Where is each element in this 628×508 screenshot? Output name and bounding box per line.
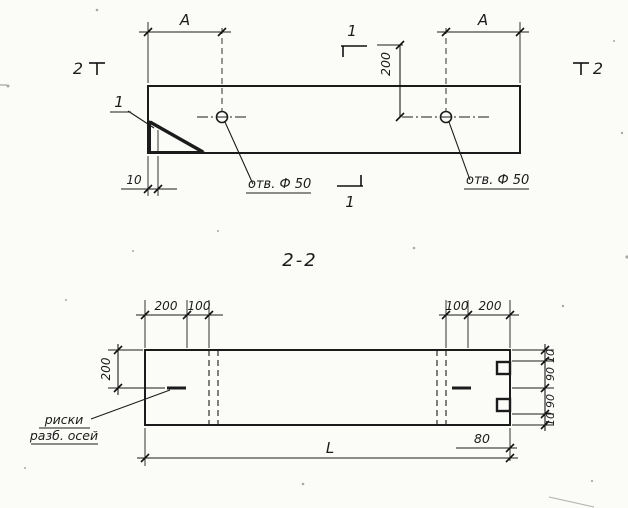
dim-top-left-100: 100 — [188, 299, 211, 313]
hole-callout-right-label: отв. Ф 50 — [466, 173, 529, 188]
section-view: 2-2 200 100 — [29, 250, 557, 466]
dim-200-plan-label: 200 — [378, 52, 393, 76]
detail-triangle — [149, 120, 207, 154]
hole-right — [402, 28, 490, 124]
section-mark-1-top: 1 — [341, 22, 367, 57]
dim-right-90-top: 90 — [544, 367, 557, 381]
hole-callout-left-label: отв. Ф 50 — [248, 177, 311, 192]
axis-note: риски разб. осей — [29, 389, 171, 445]
axis-note-line1: риски — [44, 412, 84, 427]
dim-80: 80 — [456, 428, 517, 461]
dim-10-label: 10 — [126, 173, 142, 187]
dims-top-right: 100 200 — [439, 299, 519, 348]
dim-top-left-200: 200 — [155, 299, 178, 313]
section-mark-1-bottom: 1 — [337, 175, 363, 211]
dim-height-200-label: 200 — [99, 357, 113, 380]
dim-length-label: L — [326, 439, 334, 457]
dim-top-right-100: 100 — [446, 299, 469, 313]
axis-note-line2: разб. осей — [29, 428, 98, 443]
dim-right-10-top: 10 — [544, 349, 557, 363]
section-mark-2-left-label: 2 — [73, 59, 83, 78]
hole-callout-left: отв. Ф 50 — [224, 121, 311, 194]
notch-top — [495, 360, 512, 376]
dim-10: 10 — [121, 156, 177, 196]
section-beam-outline — [144, 349, 511, 426]
section-mark-1-bottom-label: 1 — [345, 193, 355, 211]
detail-mark-1-label: 1 — [114, 93, 124, 111]
hole-left — [197, 28, 247, 124]
dim-length: L — [137, 428, 518, 466]
section-title: 2-2 — [282, 250, 317, 271]
scan-speckles — [0, 8, 628, 508]
plan-beam-outline — [147, 85, 521, 154]
dim-height-200: 200 — [99, 344, 165, 395]
dim-80-label: 80 — [474, 431, 490, 446]
dim-a-right-label: A — [477, 11, 488, 29]
section-mark-2-right-label: 2 — [593, 59, 603, 78]
dim-right-10-bottom: 10 — [544, 412, 557, 426]
dim-a-left-label: A — [179, 11, 190, 29]
section-mark-1-top-label: 1 — [347, 22, 357, 40]
dim-200-plan: 200 — [377, 40, 405, 122]
dims-top-left: 200 100 — [136, 299, 223, 348]
detail-mark-1: 1 — [110, 93, 155, 129]
section-mark-2-left: 2 — [73, 59, 105, 78]
dim-top-right-200: 200 — [479, 299, 502, 313]
hidden-hole-lines — [208, 350, 447, 425]
dim-a-left: A — [139, 11, 231, 83]
dim-a-right: A — [437, 11, 529, 83]
plan-view: 1 A A — [73, 11, 603, 211]
hole-callout-right: отв. Ф 50 — [448, 121, 529, 190]
notch-bottom — [495, 397, 512, 413]
dim-right-90-bottom: 90 — [544, 394, 557, 408]
section-mark-2-right: 2 — [573, 59, 603, 78]
dims-right-chain: 10 90 90 10 — [512, 344, 557, 431]
